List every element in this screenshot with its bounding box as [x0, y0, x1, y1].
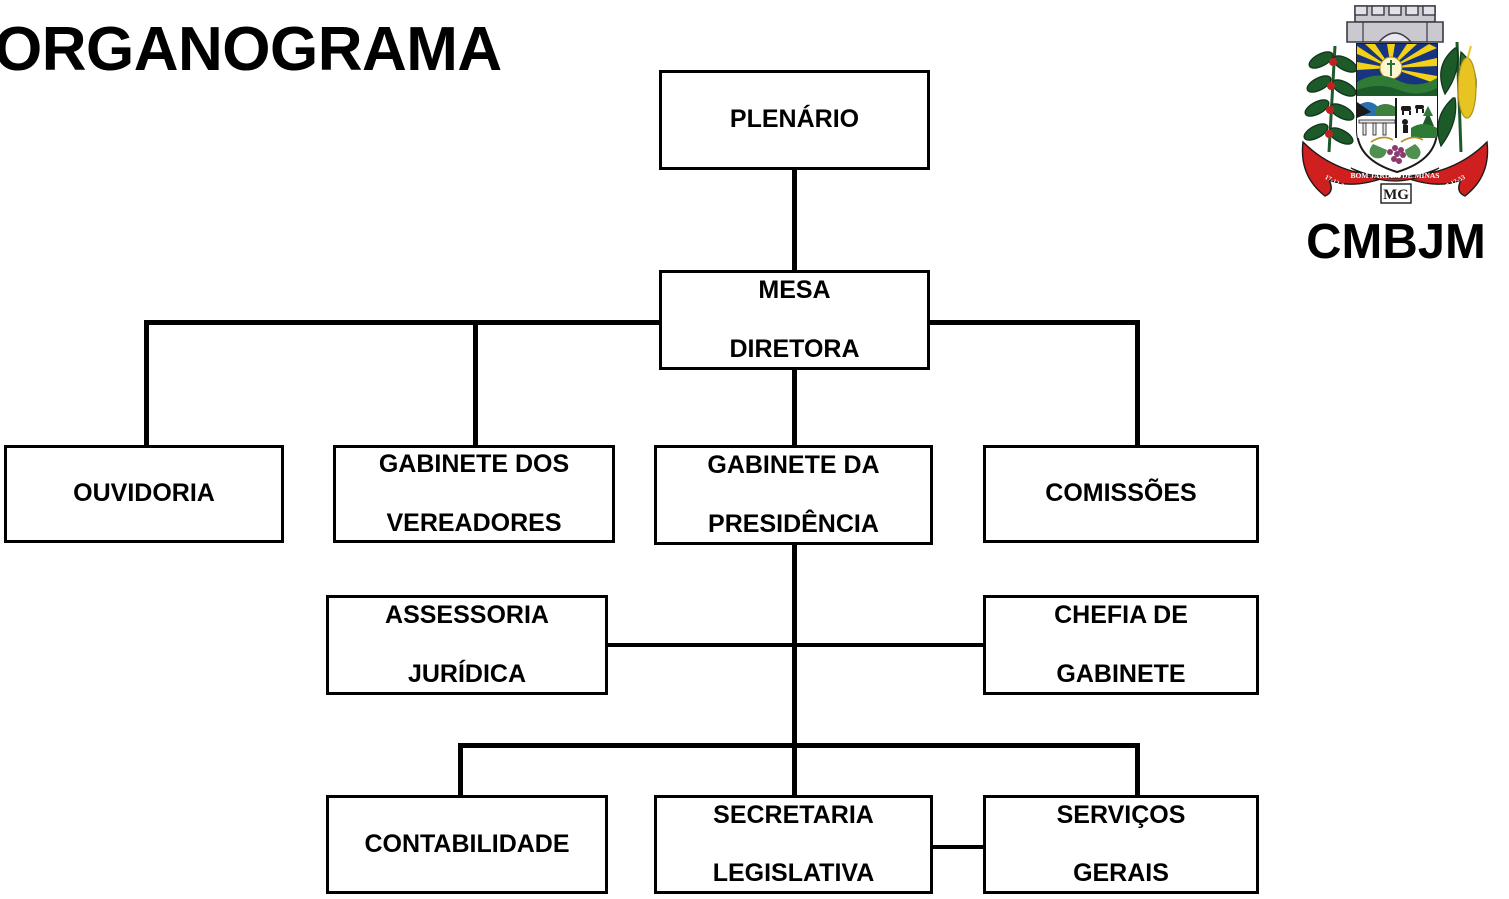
node-gabinete-vereadores-line1: GABINETE DOS	[378, 450, 570, 479]
page-title: ORGANOGRAMA	[0, 15, 502, 84]
node-secretaria-legislativa[interactable]: SECRETARIA LEGISLATIVA	[654, 795, 933, 894]
node-assessoria-juridica-line1: ASSESSORIA	[385, 601, 549, 630]
edge-bus-left	[144, 320, 662, 325]
node-mesa-diretora-line2: DIRETORA	[729, 334, 860, 363]
edge-bus-to-contabilidade	[458, 743, 463, 796]
node-gabinete-vereadores[interactable]: GABINETE DOS VEREADORES	[333, 445, 615, 543]
edge-plenario-mesa	[792, 170, 797, 272]
svg-text:MG: MG	[1383, 187, 1409, 203]
node-plenario[interactable]: PLENÁRIO	[659, 70, 930, 170]
node-chefia-gabinete-line2: GABINETE	[1056, 659, 1186, 688]
node-chefia-gabinete-label: CHEFIA DE GABINETE	[1042, 601, 1200, 689]
edge-bus-right	[928, 320, 1140, 325]
node-servicos-gerais[interactable]: SERVIÇOS GERAIS	[983, 795, 1259, 894]
node-mesa-diretora-line1: MESA	[758, 276, 831, 305]
brand-block: BOM JARDIM DE MINAS 17-12-38 17-12-53 MG…	[1283, 0, 1509, 272]
node-secretaria-legislativa-line2: LEGISLATIVA	[712, 859, 875, 888]
edge-assessoria-spine	[606, 643, 796, 647]
node-servicos-gerais-line1: SERVIÇOS	[1056, 800, 1186, 829]
edge-bus-to-servicos-gerais	[1135, 743, 1140, 796]
node-mesa-diretora-label: MESA DIRETORA	[717, 276, 871, 364]
node-gabinete-vereadores-label: GABINETE DOS VEREADORES	[367, 450, 581, 538]
node-mesa-diretora[interactable]: MESA DIRETORA	[659, 270, 930, 370]
svg-text:BOM JARDIM DE MINAS: BOM JARDIM DE MINAS	[1351, 171, 1440, 180]
coat-of-arms-icon: BOM JARDIM DE MINAS 17-12-38 17-12-53 MG	[1295, 2, 1495, 214]
node-gabinete-presidencia[interactable]: GABINETE DA PRESIDÊNCIA	[654, 445, 933, 545]
edge-mesa-gabinete-vereadores	[473, 320, 478, 447]
edge-mesa-ouvidoria	[144, 320, 149, 447]
edge-spine-chefia	[793, 643, 985, 647]
node-gabinete-presidencia-line1: GABINETE DA	[707, 451, 880, 480]
node-servicos-gerais-label: SERVIÇOS GERAIS	[1045, 801, 1198, 889]
node-assessoria-juridica[interactable]: ASSESSORIA JURÍDICA	[326, 595, 608, 695]
node-servicos-gerais-line2: GERAIS	[1073, 859, 1169, 888]
node-comissoes[interactable]: COMISSÕES	[983, 445, 1259, 543]
node-ouvidoria-label: OUVIDORIA	[73, 479, 215, 508]
node-assessoria-juridica-line2: JURÍDICA	[407, 659, 527, 688]
edge-mesa-comissoes	[1135, 320, 1140, 447]
node-gabinete-presidencia-line2: PRESIDÊNCIA	[708, 509, 879, 538]
edge-presidencia-spine	[792, 543, 797, 798]
node-ouvidoria[interactable]: OUVIDORIA	[4, 445, 284, 543]
node-contabilidade[interactable]: CONTABILIDADE	[326, 795, 608, 894]
node-contabilidade-label: CONTABILIDADE	[364, 829, 570, 858]
edge-mesa-gabinete-presidencia	[792, 368, 797, 447]
node-chefia-gabinete[interactable]: CHEFIA DE GABINETE	[983, 595, 1259, 695]
node-assessoria-juridica-label: ASSESSORIA JURÍDICA	[373, 601, 561, 689]
node-gabinete-presidencia-label: GABINETE DA PRESIDÊNCIA	[695, 451, 891, 539]
brand-acronym: CMBJM	[1306, 215, 1486, 269]
node-plenario-label: PLENÁRIO	[729, 105, 860, 134]
node-chefia-gabinete-line1: CHEFIA DE	[1054, 601, 1188, 630]
node-secretaria-legislativa-line1: SECRETARIA	[713, 800, 874, 829]
node-gabinete-vereadores-line2: VEREADORES	[386, 508, 562, 537]
edge-secretaria-servicos	[927, 845, 985, 849]
node-secretaria-legislativa-label: SECRETARIA LEGISLATIVA	[701, 801, 887, 889]
edge-bottom-bus	[458, 743, 1140, 748]
node-comissoes-label: COMISSÕES	[1045, 479, 1197, 508]
